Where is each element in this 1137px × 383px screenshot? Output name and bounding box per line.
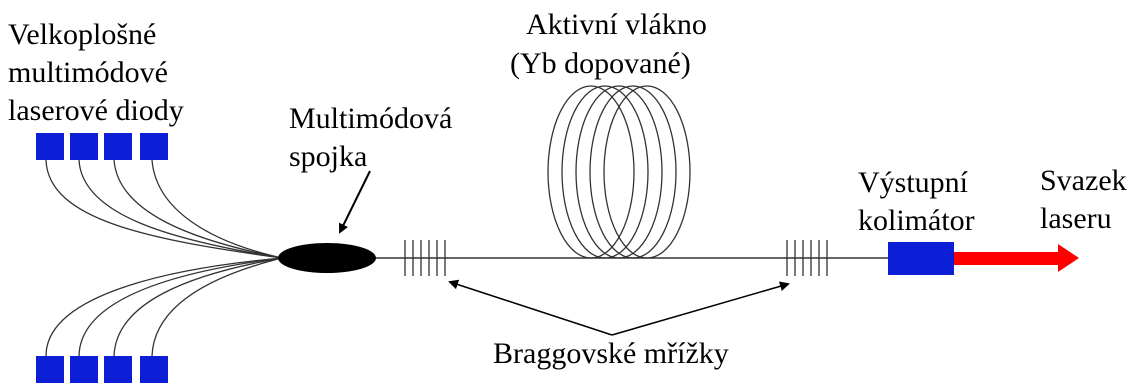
laser-diode: [104, 133, 132, 160]
laser-diode: [140, 133, 168, 160]
fiber-label-line1: Aktivní vlákno: [526, 8, 707, 41]
collimator-label-line2: kolimátor: [858, 204, 975, 237]
fiber-label-line2: (Yb dopované): [510, 47, 691, 80]
bragg-pointer-arrows: [448, 279, 790, 336]
laser-diode: [36, 133, 64, 160]
laser-diode: [104, 356, 132, 383]
laser-diode: [70, 133, 98, 160]
bragg-grating-right: [786, 240, 828, 276]
diodes-label-line1: Velkoplošné: [8, 18, 156, 51]
pump-fibers-top: [45, 159, 283, 259]
collimator-label-line1: Výstupní: [858, 166, 969, 199]
diodes-label-line2: multimódové: [8, 56, 168, 89]
laser-diode: [70, 356, 98, 383]
laser-diodes-top: [36, 133, 168, 160]
laser-diode: [140, 356, 168, 383]
coupler-label-line2: spojka: [289, 140, 367, 173]
coupler-label-line1: Multimódová: [289, 102, 452, 135]
laser-beam-arrow: [954, 244, 1079, 272]
multimode-coupler: [278, 243, 376, 273]
bragg-grating-left: [404, 240, 446, 276]
beam-label-line2: laseru: [1040, 202, 1112, 235]
active-fiber-coil: [547, 85, 691, 259]
laser-diodes-bottom: [36, 356, 168, 383]
beam-label-line1: Svazek: [1040, 164, 1127, 197]
coupler-pointer-arrow: [339, 170, 371, 234]
pump-fibers-bottom: [45, 257, 283, 357]
output-collimator: [888, 242, 954, 275]
gratings-label: Braggovské mřížky: [493, 337, 729, 370]
diodes-label-line3: laserové diody: [8, 94, 184, 127]
laser-diode: [36, 356, 64, 383]
